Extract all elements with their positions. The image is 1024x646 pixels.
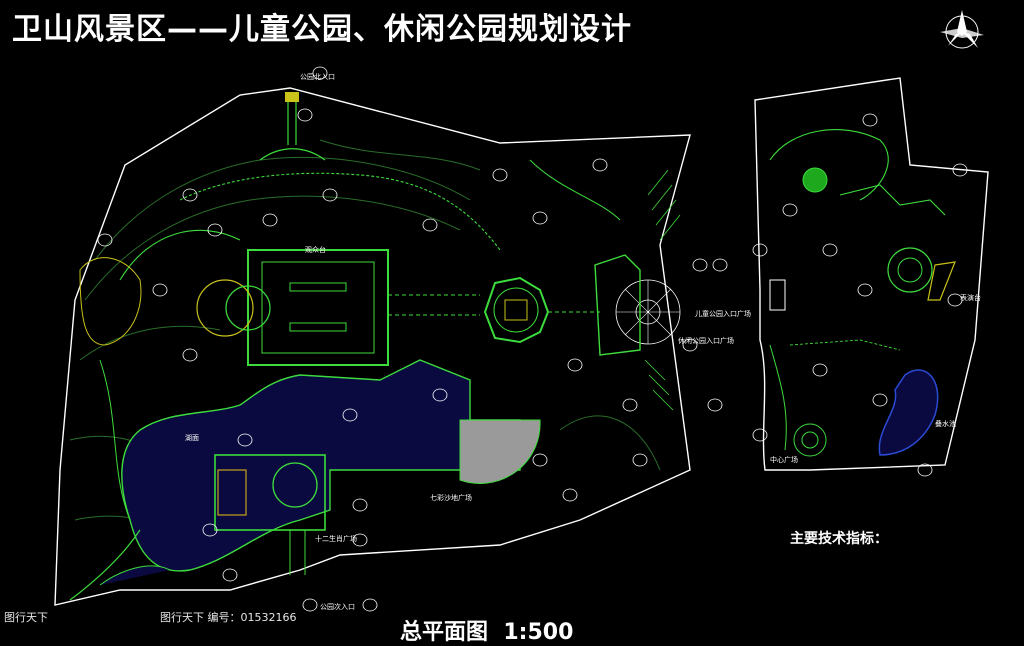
north-entrance-gate bbox=[285, 92, 299, 102]
right-central-plaza bbox=[793, 423, 827, 457]
plan-caption: 总平面图 1:500 bbox=[400, 614, 573, 646]
right-park-boundary bbox=[712, 77, 989, 477]
site-plan: 公园北入口 儿童公园入口广场 休闲公园入口广场 十二生肖广场 七彩沙地广场 公园… bbox=[54, 10, 989, 612]
central-plaza-label: 中心广场 bbox=[770, 455, 798, 464]
plan-title: 总平面图 bbox=[400, 620, 489, 645]
north-arrow-icon bbox=[940, 10, 984, 49]
park-south-entrance-label: 公园次入口 bbox=[320, 602, 355, 611]
children-entrance-plaza-label: 儿童公园入口广场 bbox=[695, 309, 751, 318]
seven-color-plaza-label: 七彩沙地广场 bbox=[430, 493, 472, 502]
watermark-photo-no: 图行天下 编号：01532166 bbox=[160, 609, 297, 625]
seven-color-sand-plaza bbox=[459, 419, 541, 484]
watermark-number: 编号：01532166 bbox=[207, 611, 297, 624]
twelve-zodiac-plaza bbox=[214, 454, 326, 531]
tech-indicators-heading: 主要技术指标： bbox=[790, 531, 888, 547]
drawing-title: 卫山风景区——儿童公园、休闲公园规划设计 bbox=[12, 12, 632, 47]
watermark-label: 图行天下 bbox=[160, 611, 204, 624]
plan-scale: 1:500 bbox=[503, 620, 574, 645]
leisure-entrance-plaza-label: 休闲公园入口广场 bbox=[678, 336, 734, 345]
lake-label: 湖面 bbox=[185, 433, 199, 442]
stage-label: 表演台 bbox=[960, 293, 981, 302]
lake bbox=[121, 359, 521, 572]
tree-cluster bbox=[802, 167, 828, 193]
twelve-zodiac-plaza-label: 十二生肖广场 bbox=[315, 534, 357, 543]
children-entrance-plaza bbox=[615, 279, 681, 345]
waterfall-label: 叠水池 bbox=[935, 419, 956, 428]
stage bbox=[887, 247, 933, 293]
performance-area-label: 观众台 bbox=[305, 245, 326, 254]
watermark-site: 图行天下 bbox=[4, 611, 48, 624]
north-entrance-label: 公园北入口 bbox=[300, 73, 335, 81]
waterfall-pond bbox=[878, 369, 939, 456]
left-park-boundary bbox=[54, 66, 723, 612]
